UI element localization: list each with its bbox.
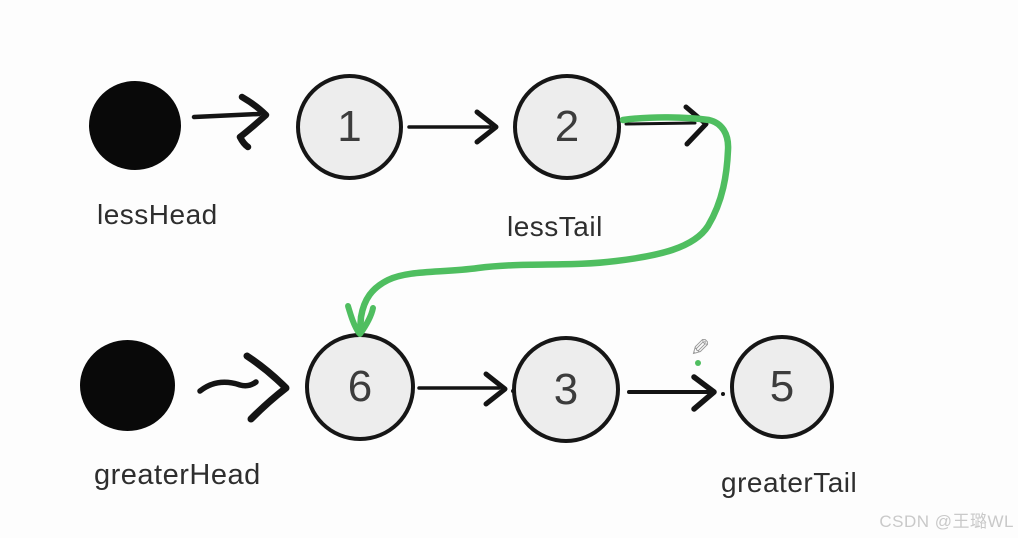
arrow-lesshead-to-node1-head xyxy=(236,93,270,151)
greater-head-label: greaterHead xyxy=(94,459,261,491)
pencil-glyph: ✎ xyxy=(690,335,711,362)
greater-tail-label: greaterTail xyxy=(721,467,858,498)
node-value: 6 xyxy=(347,362,373,411)
node-value: 3 xyxy=(553,364,579,414)
less-tail-label: lessTail xyxy=(507,211,603,242)
arrow-node6-to-node3-head xyxy=(483,371,508,407)
arrow-greaterhead-to-node6-head xyxy=(243,352,290,423)
arrow-lesshead-to-node1-line xyxy=(191,111,262,120)
pencil-tip-green-dot xyxy=(695,360,701,366)
list-node-2: 2 xyxy=(513,74,621,180)
list-node-1: 1 xyxy=(296,74,403,180)
arrow-node2-next-line xyxy=(624,121,697,126)
arrow-node1-to-node2-head xyxy=(474,109,499,145)
arrow-node3-to-node5-head xyxy=(691,374,717,412)
csdn-watermark: CSDN @王璐WL xyxy=(879,512,1014,531)
list-node-5: 5 xyxy=(730,335,834,439)
pencil-cursor-icon: ✎ xyxy=(690,335,724,371)
node-value: 1 xyxy=(337,102,362,151)
green-pointer-arrowhead xyxy=(345,303,376,337)
arrow-node2-next-head xyxy=(683,104,709,147)
list-node-6: 6 xyxy=(305,333,415,441)
node-value: 5 xyxy=(769,362,795,411)
list-node-3: 3 xyxy=(512,336,620,443)
arrow-greaterhead-to-node6-line xyxy=(197,379,259,394)
less-head-label: lessHead xyxy=(97,199,218,230)
node-value: 2 xyxy=(554,102,580,151)
ink-dot xyxy=(721,392,725,396)
greater-head-dummy-node xyxy=(80,340,175,431)
less-head-dummy-node xyxy=(89,81,181,170)
